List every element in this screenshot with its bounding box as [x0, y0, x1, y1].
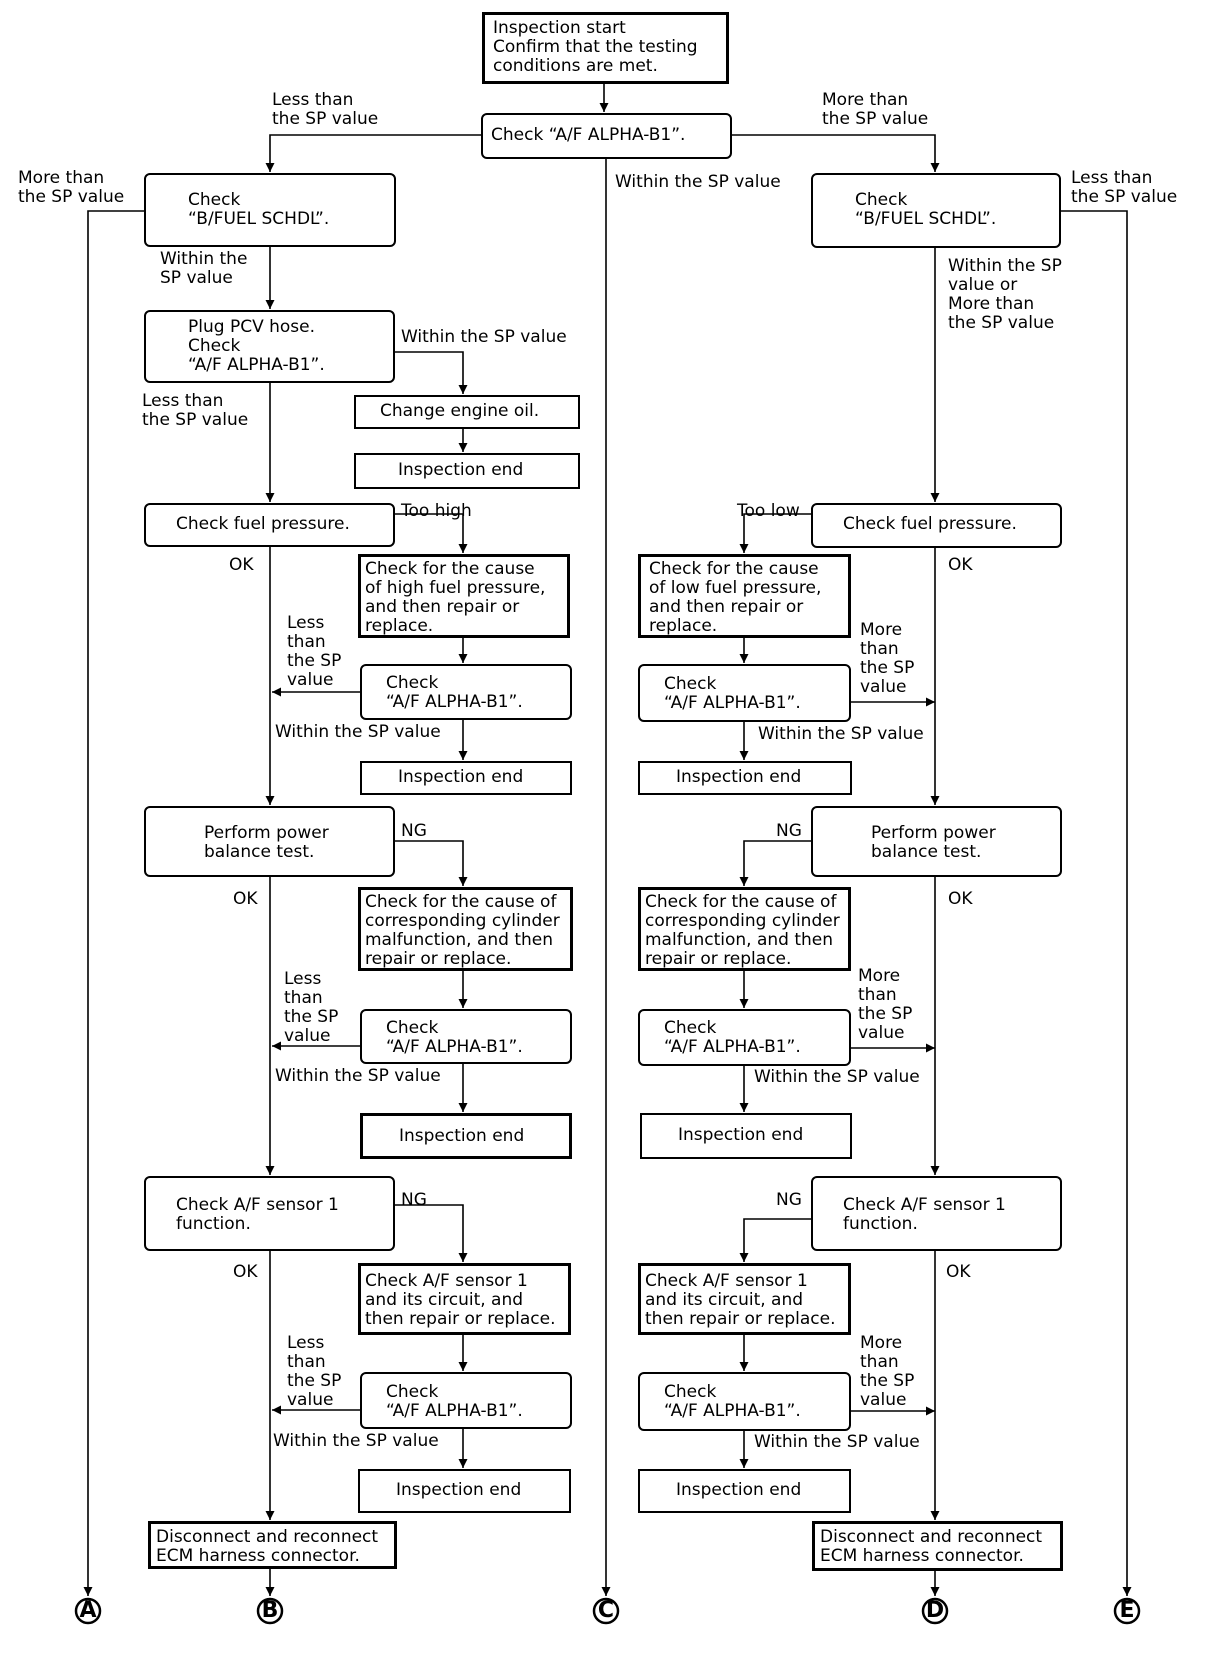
- label-left-within-4: Within the SP value: [273, 1431, 439, 1451]
- right-inspection-end-2: Inspection end: [638, 761, 852, 795]
- connector-c-circle: [592, 1597, 620, 1625]
- right-check-af-alpha-3: Check “A/F ALPHA-B1”.: [638, 1009, 851, 1066]
- label-left-pcv-less: Less than the SP value: [142, 391, 249, 430]
- right-check-fuel-schdl: Check “B/FUEL SCHDL”.: [811, 173, 1061, 248]
- label-right-ng-1: NG: [776, 821, 802, 841]
- left-cylinder-cause: Check for the cause of corresponding cyl…: [358, 887, 573, 971]
- label-right-within-2: Within the SP value: [758, 724, 924, 744]
- label-left-less-3: Less than the SP value: [284, 969, 339, 1046]
- label-right-more-3: More than the SP value: [858, 966, 913, 1043]
- label-left-ng-2: NG: [401, 1190, 427, 1210]
- label-right-ok-3: OK: [946, 1262, 971, 1282]
- label-right-ok-1: OK: [948, 555, 973, 575]
- label-right-within-1: Within the SP value or More than the SP …: [948, 256, 1062, 333]
- left-check-fuel-schdl: Check “B/FUEL SCHDL”.: [144, 173, 396, 247]
- right-cylinder-cause: Check for the cause of corresponding cyl…: [638, 887, 851, 971]
- label-left-less-4: Less than the SP value: [287, 1333, 342, 1410]
- connector-c: C: [597, 1598, 615, 1623]
- label-left-within-2: Within the SP value: [275, 722, 441, 742]
- edge-r-pressure-low: [739, 513, 811, 553]
- connector-b-circle: [256, 1597, 284, 1625]
- connector-d-circle: [921, 1597, 949, 1625]
- right-low-pressure-cause: Check for the cause of low fuel pressure…: [638, 554, 851, 638]
- connector-a: A: [79, 1598, 97, 1623]
- connector-a-circle: [74, 1597, 102, 1625]
- label-left-too-high: Too high: [401, 501, 472, 521]
- left-perform-power-balance: Perform power balance test.: [144, 806, 395, 877]
- right-sensor-circuit-repair: Check A/F sensor 1 and its circuit, and …: [638, 1263, 851, 1335]
- label-top-more: More than the SP value: [822, 90, 929, 129]
- left-check-af-alpha-2: Check “A/F ALPHA-B1”.: [360, 664, 572, 720]
- check-af-alpha-top: Check “A/F ALPHA-B1”.: [481, 113, 732, 159]
- label-left-ok-1: OK: [229, 555, 254, 575]
- left-check-af-alpha-3: Check “A/F ALPHA-B1”.: [360, 1009, 572, 1064]
- left-check-af-sensor-function: Check A/F sensor 1 function.: [144, 1176, 395, 1251]
- edge-r-sensor-ng: [739, 1218, 811, 1262]
- left-change-engine-oil: Change engine oil.: [354, 395, 580, 429]
- left-plug-pcv-check: Plug PCV hose. Check “A/F ALPHA-B1”.: [144, 310, 395, 383]
- edge-l-power-ng: [394, 840, 468, 886]
- right-disconnect-ecm-connector: Disconnect and reconnect ECM harness con…: [812, 1521, 1063, 1571]
- left-disconnect-ecm-connector: Disconnect and reconnect ECM harness con…: [148, 1521, 397, 1569]
- right-inspection-end-3: Inspection end: [640, 1113, 852, 1159]
- label-left-within-3: Within the SP value: [275, 1066, 441, 1086]
- label-left-less-2: Less than the SP value: [287, 613, 342, 690]
- label-right-ng-2: NG: [776, 1190, 802, 1210]
- left-inspection-end-4: Inspection end: [358, 1469, 571, 1513]
- connector-b: B: [261, 1598, 279, 1623]
- label-top-less: Less than the SP value: [272, 90, 379, 129]
- left-sensor-circuit-repair: Check A/F sensor 1 and its circuit, and …: [358, 1263, 571, 1335]
- label-right-more-2: More than the SP value: [860, 620, 915, 697]
- edge-top-to-right: [732, 134, 940, 172]
- label-left-ng-1: NG: [401, 821, 427, 841]
- edge-l-pcv-to-oil: [394, 351, 468, 394]
- right-inspection-end-4: Inspection end: [638, 1469, 851, 1513]
- edge-r-power-ng: [739, 840, 811, 886]
- left-inspection-end-1: Inspection end: [354, 453, 580, 489]
- right-check-fuel-pressure: Check fuel pressure.: [811, 503, 1062, 548]
- connector-d: D: [925, 1598, 945, 1623]
- left-inspection-end-3: Inspection end: [360, 1113, 572, 1159]
- label-right-less: Less than the SP value: [1071, 168, 1178, 207]
- label-right-ok-2: OK: [948, 889, 973, 909]
- edge-l-sensor-ng: [394, 1204, 468, 1262]
- label-right-more-4: More than the SP value: [860, 1333, 915, 1410]
- label-right-within-3: Within the SP value: [754, 1067, 920, 1087]
- label-right-within-4: Within the SP value: [754, 1432, 920, 1452]
- inspection-start-box: Inspection start Confirm that the testin…: [482, 12, 729, 84]
- edge-top-to-left: [265, 134, 481, 172]
- label-left-more: More than the SP value: [18, 168, 125, 207]
- right-check-af-sensor-function: Check A/F sensor 1 function.: [811, 1176, 1062, 1251]
- right-check-af-alpha-4: Check “A/F ALPHA-B1”.: [638, 1372, 851, 1431]
- connector-e: E: [1119, 1598, 1135, 1623]
- left-high-pressure-cause: Check for the cause of high fuel pressur…: [358, 554, 570, 638]
- label-top-within: Within the SP value: [615, 172, 781, 192]
- label-left-ok-3: OK: [233, 1262, 258, 1282]
- right-check-af-alpha-2: Check “A/F ALPHA-B1”.: [638, 664, 851, 722]
- right-perform-power-balance: Perform power balance test.: [811, 806, 1062, 877]
- edge-l-pressure-high: [394, 513, 468, 553]
- label-left-pcv-within: Within the SP value: [401, 327, 567, 347]
- edge-r-less-to-e: [1060, 210, 1132, 1596]
- label-left-ok-2: OK: [233, 889, 258, 909]
- left-check-fuel-pressure: Check fuel pressure.: [144, 503, 395, 547]
- edge-l-more-to-a: [83, 210, 144, 1596]
- label-right-too-low: Too low: [737, 501, 800, 521]
- label-left-within-1: Within the SP value: [160, 249, 248, 288]
- left-inspection-end-2: Inspection end: [360, 761, 572, 795]
- left-check-af-alpha-4: Check “A/F ALPHA-B1”.: [360, 1372, 572, 1429]
- connector-e-circle: [1113, 1597, 1141, 1625]
